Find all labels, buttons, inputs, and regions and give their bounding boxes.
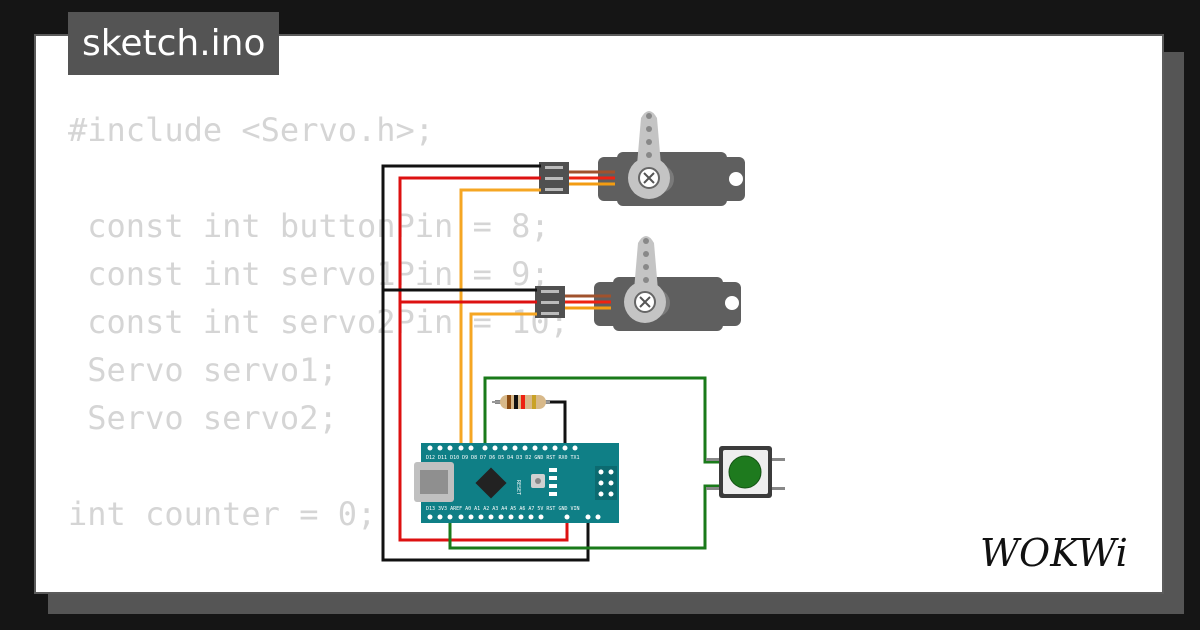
- code-line: void setup() {: [68, 586, 569, 592]
- board-bottom-pin-labels: D13 3V3 AREF A0 A1 A2 A3 A4 A5 A6 A7 5V …: [426, 506, 580, 512]
- board-reset-label: RESET: [515, 480, 521, 495]
- pushbutton[interactable]: [706, 446, 785, 498]
- wokwi-logo: WOKWi: [980, 531, 1128, 575]
- resistor[interactable]: [492, 395, 550, 409]
- board-top-pin-labels: D12 D11 D10 D9 D8 D7 D6 D5 D4 D3 D2 GND …: [426, 455, 580, 461]
- code-line: int counter = 0;: [68, 495, 377, 533]
- code-line: Servo servo1;: [68, 351, 338, 389]
- code-line: const int buttonPin = 8;: [68, 207, 550, 245]
- wokwi-logo-text: WOKWi: [980, 531, 1128, 575]
- code-line: Servo servo2;: [68, 399, 338, 437]
- code-preview: #include <Servo.h>; const int buttonPin …: [68, 106, 569, 592]
- wires: [381, 164, 720, 562]
- code-line: const int servo1Pin = 9;: [68, 255, 550, 293]
- servo-motor-1[interactable]: [539, 111, 745, 206]
- arduino-nano-board[interactable]: D12 D11 D10 D9 D8 D7 D6 D5 D4 D3 D2 GND …: [414, 443, 619, 523]
- code-line: #include <Servo.h>;: [68, 111, 435, 149]
- file-tab[interactable]: sketch.ino: [68, 12, 280, 75]
- servo-motor-2[interactable]: [535, 236, 741, 331]
